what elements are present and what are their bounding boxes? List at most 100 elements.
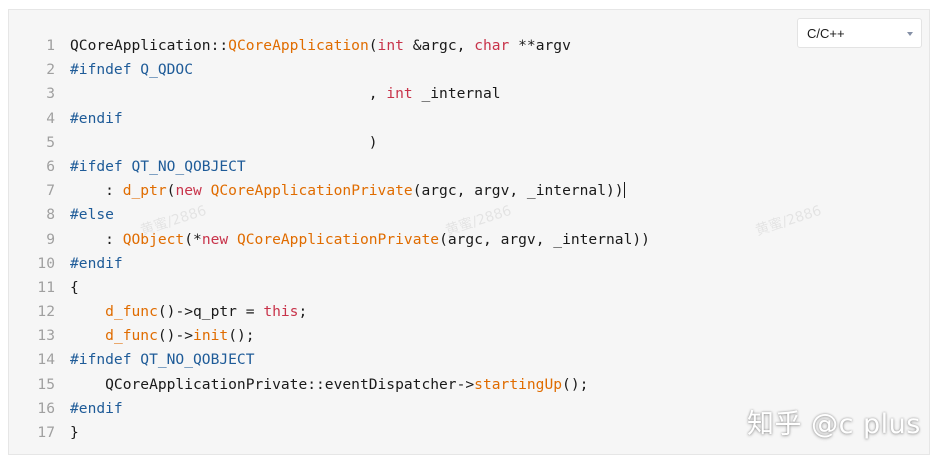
function-token: QCoreApplicationPrivate: [236, 230, 440, 248]
code-line: 6#ifdef QT_NO_QOBJECT: [17, 155, 797, 179]
line-number: 5: [46, 133, 55, 151]
keyword-token: this: [263, 303, 299, 321]
preprocessor-token: #endif: [70, 254, 123, 272]
code-token: QCoreApplication::: [70, 37, 229, 54]
code-token: ): [70, 133, 378, 151]
code-text: #else: [70, 203, 114, 227]
code-token: }: [70, 424, 79, 441]
code-text: #endif: [70, 252, 123, 276]
line-number: 11: [37, 278, 55, 296]
code-line: 15 QCoreApplicationPrivate::eventDispatc…: [17, 373, 797, 397]
code-text: #ifndef QT_NO_QOBJECT: [70, 348, 255, 372]
code-line: 7 : d_ptr(new QCoreApplicationPrivate(ar…: [17, 179, 797, 203]
code-line: 14 #ifndef QT_NO_QOBJECT: [17, 348, 797, 372]
code-text: : QObject(*new QCoreApplicationPrivate(a…: [70, 228, 650, 252]
preprocessor-token: #endif: [70, 109, 123, 127]
preprocessor-token: #ifndef QT_NO_QOBJECT: [70, 351, 255, 369]
code-line: 2 #ifndef Q_QDOC: [17, 58, 797, 82]
code-text: }: [70, 421, 79, 445]
function-token: d_func: [105, 303, 158, 321]
code-text: #endif: [70, 107, 123, 131]
code-text: #endif: [70, 397, 123, 421]
chevron-down-icon: [907, 32, 913, 36]
code-block: 1 QCoreApplication::QCoreApplication(int …: [8, 9, 930, 455]
code-token: [70, 327, 105, 344]
code-token: [70, 303, 105, 320]
function-token: QCoreApplication: [228, 37, 369, 54]
code-token: (argc, argv, _internal)): [439, 230, 650, 248]
code-token: (argc, argv, _internal)): [412, 182, 624, 200]
code-token: QCoreApplicationPrivate::eventDispatcher…: [70, 375, 475, 393]
function-token: QCoreApplicationPrivate: [210, 182, 413, 200]
code-line: 4 #endif: [17, 107, 797, 131]
code-text: QCoreApplication::QCoreApplication(int &…: [70, 34, 571, 58]
line-number: 17: [37, 424, 55, 441]
function-token: startingUp: [474, 375, 563, 393]
line-number: 15: [37, 375, 55, 393]
line-number: 16: [37, 399, 55, 417]
code-token: :: [70, 182, 123, 200]
language-select[interactable]: C/C++: [797, 18, 922, 48]
code-token: **argv: [509, 37, 571, 54]
code-line: 1 QCoreApplication::QCoreApplication(int …: [17, 34, 797, 58]
line-number: 12: [37, 303, 55, 321]
preprocessor-token: #endif: [70, 399, 123, 417]
zhihu-watermark: 知乎 @c plus: [747, 409, 921, 440]
function-token: init: [193, 327, 229, 345]
code-line: 11 {: [17, 276, 797, 300]
code-token: (: [368, 37, 378, 54]
code-token: ();: [562, 375, 589, 393]
code-text: , int _internal: [70, 82, 501, 106]
code-token: ()->q_ptr =: [157, 303, 264, 321]
language-select-value: C/C++: [807, 26, 845, 41]
function-token: d_ptr: [122, 182, 167, 200]
preprocessor-token: #else: [70, 206, 114, 224]
function-token: QObject: [122, 230, 185, 248]
code-token: {: [70, 278, 79, 296]
line-number: 3: [46, 85, 55, 103]
code-token: [202, 182, 211, 199]
code-token: ()->: [157, 327, 194, 345]
line-number: 13: [37, 327, 55, 345]
code-token: &argc,: [403, 37, 475, 54]
code-text: : d_ptr(new QCoreApplicationPrivate(argc…: [70, 179, 625, 203]
keyword-token: int: [377, 37, 404, 54]
code-text: #ifndef Q_QDOC: [70, 58, 193, 82]
preprocessor-token: #ifndef Q_QDOC: [70, 61, 194, 79]
keyword-token: char: [474, 37, 510, 54]
code-token: (*: [184, 230, 202, 248]
keyword-token: new: [201, 230, 229, 248]
code-listing: 1 QCoreApplication::QCoreApplication(int …: [17, 34, 797, 445]
preprocessor-token: #ifdef QT_NO_QOBJECT: [70, 157, 246, 175]
code-line: 9 : QObject(*new QCoreApplicationPrivate…: [17, 228, 797, 252]
code-token: (: [166, 182, 176, 200]
text-cursor: [623, 182, 625, 199]
code-line: 8 #else: [17, 203, 797, 227]
code-text: d_func()->q_ptr = this;: [70, 300, 307, 324]
keyword-token: int: [386, 85, 413, 103]
code-line: 12 d_func()->q_ptr = this;: [17, 300, 797, 324]
code-line: 10 #endif: [17, 252, 797, 276]
line-number: 2: [46, 61, 55, 79]
code-token: ();: [228, 327, 255, 345]
line-number: 1: [46, 37, 55, 54]
code-text: #ifdef QT_NO_QOBJECT: [70, 155, 246, 179]
code-line: 16 #endif: [17, 397, 797, 421]
code-line: 5 ): [17, 131, 797, 155]
code-line: 3 , int _internal: [17, 82, 797, 106]
line-number: 14: [37, 351, 55, 369]
function-token: d_func: [105, 327, 158, 345]
line-number: 10: [37, 254, 55, 272]
keyword-token: new: [175, 182, 202, 200]
line-number: 4: [46, 109, 55, 127]
code-token: _internal: [412, 85, 501, 103]
code-token: ;: [298, 303, 308, 321]
code-text: d_func()->init();: [70, 324, 255, 348]
code-text: QCoreApplicationPrivate::eventDispatcher…: [70, 373, 588, 397]
code-token: :: [70, 230, 123, 248]
line-number: 9: [46, 230, 55, 248]
code-line: 13 d_func()->init();: [17, 324, 797, 348]
code-text: {: [70, 276, 79, 300]
code-token: ,: [70, 85, 387, 103]
line-number: 8: [46, 206, 55, 224]
